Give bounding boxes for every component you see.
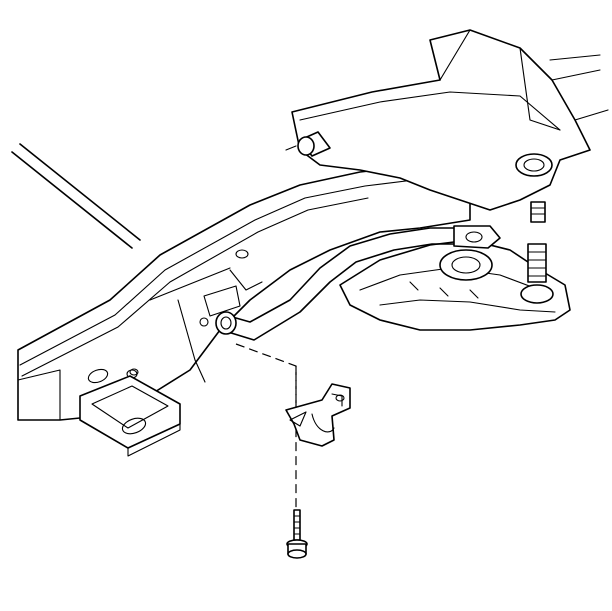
ball-joint-icon	[520, 201, 554, 304]
control-arm-icon	[339, 239, 571, 331]
bolt-icon	[286, 509, 308, 559]
frame-bracket-icon	[79, 368, 181, 457]
exploded-view-leader-lines	[235, 343, 297, 510]
bar-mount-pad-icon	[199, 285, 241, 327]
clamp-bracket-icon	[285, 383, 351, 447]
tie-rod-icon	[11, 143, 141, 249]
stud-nut-icon	[285, 131, 331, 157]
stabilizer-bar-icon	[215, 225, 501, 341]
crossmember-icon	[291, 29, 609, 211]
